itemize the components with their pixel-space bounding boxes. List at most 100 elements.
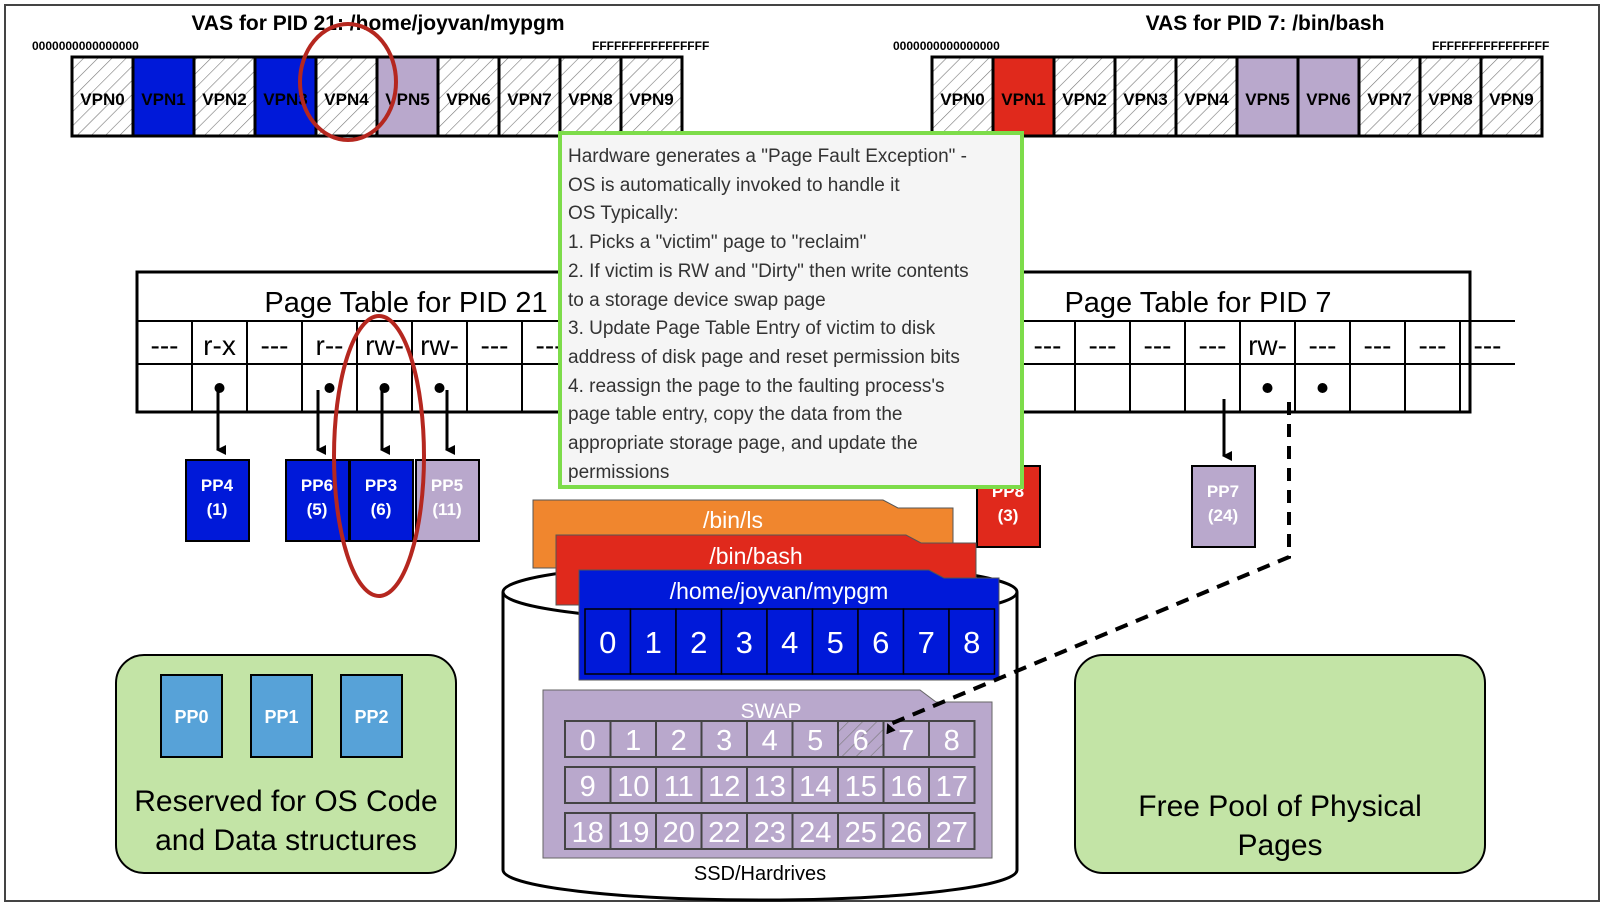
swap-slot-8: [928, 720, 976, 758]
swap-slot-27: [928, 812, 976, 850]
mypgm-block-label: 1: [645, 625, 662, 660]
swap-slot-label: 22: [708, 817, 740, 849]
note-line-10: appropriate storage page, and update the: [568, 433, 918, 455]
physical-page-count: (1): [207, 500, 228, 519]
mypgm-block-label: 8: [963, 625, 980, 660]
swap-slot-label: 17: [936, 771, 968, 803]
physical-page-label: PP6: [301, 476, 333, 495]
swap-slot-label: 7: [898, 725, 914, 757]
mypgm-block-label: 2: [690, 625, 707, 660]
page-fault-explanation-note: Hardware generates a "Page Fault Excepti…: [558, 131, 1024, 489]
pt-right-perm-8: ---: [1474, 330, 1502, 361]
swap-slot-label: 0: [580, 725, 596, 757]
mypgm-block-label: 3: [736, 625, 753, 660]
pt-right-perm-1: ---: [1089, 330, 1117, 361]
swap-slot-22: [700, 812, 748, 850]
swap-slot-label: 18: [572, 817, 604, 849]
vas-right-vpn-label-5: VPN5: [1245, 90, 1289, 109]
physical-page-pp3: PP3(6): [349, 459, 414, 542]
note-line-4: 2. If victim is RW and "Dirty" then writ…: [568, 260, 969, 282]
note-line-5: to a storage device swap page: [568, 289, 826, 311]
vas-right-vpn-cell-9: [1479, 55, 1544, 138]
swap-slot-label: 6: [853, 725, 869, 757]
swap-slot-label: 19: [617, 817, 649, 849]
mypgm-block-label: 0: [599, 625, 616, 660]
vas-left-vpn-cell-9: [619, 55, 684, 138]
note-line-11: permissions: [568, 461, 670, 483]
free-pool-box: Free Pool of Physical Pages: [1074, 654, 1486, 874]
vas-right-vpn-cell-6: [1296, 55, 1361, 138]
swap-slot-label: 9: [580, 771, 596, 803]
pt-left-perm-1: r-x: [203, 330, 236, 361]
pt-left-perm-0: ---: [151, 330, 179, 361]
vas-right-vpn-cell-8: [1418, 55, 1483, 138]
pt-left-pointer-3: [324, 383, 335, 393]
mypgm-block-3: [720, 608, 768, 675]
free-pool-label-line-2: Pages: [1237, 829, 1322, 862]
swap-slot-label: 4: [762, 725, 778, 757]
swap-slot-label: 15: [845, 771, 877, 803]
swap-slot-label: 27: [936, 817, 968, 849]
vas-right-vpn-cell-3: [1113, 55, 1178, 138]
pt-right-perm-5: ---: [1309, 330, 1337, 361]
physical-page-label: PP4: [201, 476, 234, 495]
physical-page-pp6: PP6(5): [285, 459, 350, 542]
vas-right-addr-end: FFFFFFFFFFFFFFFF: [1432, 39, 1549, 53]
vas-right-vpn-label-3: VPN3: [1123, 90, 1167, 109]
pt-right-perm-4: rw-: [1248, 330, 1287, 361]
vas-left-vpn-cell-7: [497, 55, 562, 138]
pt-right-pointer-4: [1262, 383, 1273, 393]
page-table-left-title: Page Table for PID 21: [264, 287, 547, 319]
vas-right-vpn-label-1: VPN1: [1001, 90, 1045, 109]
vas-right-vpn-label-6: VPN6: [1306, 90, 1350, 109]
note-line-1: OS is automatically invoked to handle it: [568, 174, 900, 196]
pt-left-perm-2: ---: [261, 330, 289, 361]
swap-slot-label: 2: [671, 725, 687, 757]
pt-right-perm-3: ---: [1199, 330, 1227, 361]
mypgm-block-5: [811, 608, 859, 675]
mypgm-block-7: [902, 608, 950, 675]
mypgm-block-label: 4: [781, 625, 798, 660]
note-line-3: 1. Picks a "victim" page to "reclaim": [568, 232, 867, 254]
vas-left-vpn-label-0: VPN0: [80, 90, 124, 109]
vas-left-vpn-cell-5: [375, 55, 440, 138]
pt-right-perm-7: ---: [1419, 330, 1447, 361]
vas-right-vpn-label-9: VPN9: [1489, 90, 1533, 109]
physical-page-label: PP5: [431, 476, 463, 495]
physical-page-label: PP3: [365, 476, 397, 495]
mypgm-block-8: [948, 608, 996, 675]
physical-page-pp7: PP7(24): [1191, 465, 1256, 548]
vas-left-vpn-label-4: VPN4: [324, 90, 369, 109]
vas-left-vpn-label-3: VPN3: [263, 90, 307, 109]
vas-right-vpn-cell-1: [991, 55, 1056, 138]
vas-left-vpn-cell-3: [253, 55, 318, 138]
swap-slot-label: 8: [944, 725, 960, 757]
swap-slot-label: 5: [807, 725, 823, 757]
vas-left-vpn-label-7: VPN7: [507, 90, 551, 109]
pt-left-perm-3: r--: [316, 330, 344, 361]
physical-page-pp4: PP4(1): [185, 459, 250, 542]
swap-slot-13: [746, 766, 794, 804]
vas-right-vpn-cell-5: [1235, 55, 1300, 138]
physical-page-count: (11): [432, 500, 461, 519]
swap-slot-5: [791, 720, 839, 758]
swap-slot-label: 13: [754, 771, 786, 803]
page-table-right: Page Table for PID 7 ------------rw-----…: [958, 270, 1515, 414]
vas-left-vpn-label-8: VPN8: [568, 90, 612, 109]
reserved-page-pp1: [250, 674, 313, 758]
pt-right-perm-0: ---: [1034, 330, 1062, 361]
mypgm-block-label: 6: [872, 625, 889, 660]
physical-page-count: (5): [307, 500, 328, 519]
pt-left-perm-5: rw-: [420, 330, 459, 361]
highlight-circle-vpn4: [298, 22, 398, 142]
swap-slot-label: 10: [617, 771, 649, 803]
vas-left-vpn-label-1: VPN1: [141, 90, 185, 109]
note-line-0: Hardware generates a "Page Fault Excepti…: [568, 146, 967, 167]
vas-left-addr-end: FFFFFFFFFFFFFFFF: [592, 39, 709, 53]
vas-right-vpn-label-0: VPN0: [940, 90, 984, 109]
